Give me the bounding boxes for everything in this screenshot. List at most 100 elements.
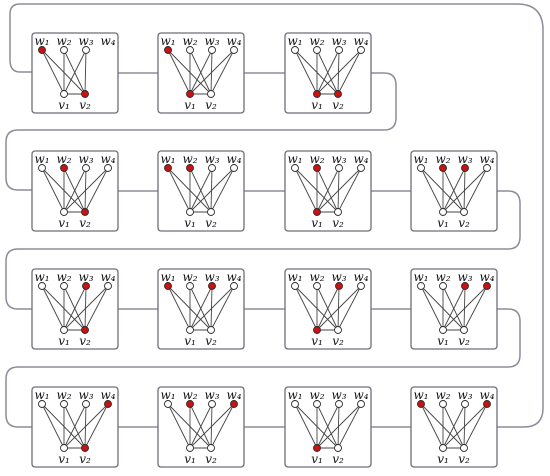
edge [316, 285, 340, 331]
edge [316, 285, 362, 331]
vertex-v1 [439, 208, 447, 216]
edge [442, 403, 488, 449]
edge [294, 49, 339, 95]
label-v2: v₂ [79, 216, 91, 230]
vertex-w1 [417, 164, 425, 172]
vertex-w1 [164, 46, 172, 54]
vertex-w4 [483, 164, 491, 172]
label-w4: w₄ [100, 388, 115, 402]
edge [189, 403, 213, 449]
edge [316, 49, 340, 95]
edge [420, 167, 444, 213]
edge [189, 285, 235, 331]
edge-group [420, 403, 488, 449]
vertex-w1 [164, 164, 172, 172]
vertex-w1 [291, 400, 299, 408]
edge [463, 285, 488, 331]
vertex-w1 [291, 164, 299, 172]
vertex-w1 [38, 164, 46, 172]
edge [420, 403, 465, 449]
vertex-v2 [207, 90, 215, 98]
label-w3: w₃ [331, 34, 346, 48]
vertex-w2 [60, 164, 68, 172]
vertex-v1 [186, 326, 194, 334]
label-v1: v₁ [184, 334, 196, 348]
vertex-v1 [60, 444, 68, 452]
connector-line-3 [5, 72, 397, 191]
vertex-w1 [38, 46, 46, 54]
vertex-v1 [186, 208, 194, 216]
label-w3: w₃ [204, 34, 219, 48]
label-w3: w₃ [204, 270, 219, 284]
edge [294, 403, 318, 449]
vertex-w4 [230, 400, 238, 408]
label-w2: w₂ [309, 388, 324, 402]
vertex-w1 [38, 282, 46, 290]
vertex-w2 [313, 46, 321, 54]
edge [63, 285, 87, 331]
vertex-w3 [461, 164, 469, 172]
label-v2: v₂ [79, 334, 91, 348]
edge [337, 49, 362, 95]
label-v2: v₂ [458, 452, 470, 466]
label-v1: v₁ [184, 452, 196, 466]
vertex-w3 [208, 282, 216, 290]
vertex-w4 [357, 46, 365, 54]
edge [294, 285, 339, 331]
edge [442, 285, 488, 331]
edge [442, 167, 466, 213]
edge [41, 167, 65, 213]
vertex-v1 [313, 208, 321, 216]
edge [463, 403, 488, 449]
edge [167, 49, 212, 95]
label-w4: w₄ [226, 152, 241, 166]
vertex-v2 [207, 208, 215, 216]
label-w1: w₁ [287, 270, 302, 284]
vertex-w4 [230, 164, 238, 172]
label-w1: w₁ [413, 270, 428, 284]
edge [167, 167, 191, 213]
vertex-v2 [460, 326, 468, 334]
vertex-v1 [186, 444, 194, 452]
label-v1: v₁ [58, 216, 70, 230]
vertex-w4 [357, 164, 365, 172]
vertex-v2 [460, 444, 468, 452]
vertex-w4 [483, 400, 491, 408]
vertex-v1 [313, 90, 321, 98]
edge [41, 49, 65, 95]
edge [210, 285, 235, 331]
label-v1: v₁ [437, 334, 449, 348]
edge [189, 167, 235, 213]
label-w4: w₄ [353, 388, 368, 402]
vertex-w3 [208, 164, 216, 172]
edge [316, 49, 362, 95]
edge [442, 403, 466, 449]
label-w1: w₁ [287, 388, 302, 402]
vertex-w3 [208, 400, 216, 408]
label-v2: v₂ [332, 98, 344, 112]
vertex-v2 [81, 444, 89, 452]
vertex-w1 [417, 282, 425, 290]
vertex-w3 [82, 164, 90, 172]
vertex-v2 [334, 444, 342, 452]
vertex-w2 [313, 400, 321, 408]
label-w4: w₄ [479, 388, 494, 402]
edge [41, 285, 65, 331]
label-w2: w₂ [56, 388, 71, 402]
label-w1: w₁ [287, 152, 302, 166]
label-w1: w₁ [34, 270, 49, 284]
edge [167, 285, 212, 331]
label-w1: w₁ [34, 34, 49, 48]
label-w4: w₄ [353, 270, 368, 284]
label-w1: w₁ [160, 270, 175, 284]
edge [84, 49, 87, 95]
edge [442, 285, 466, 331]
edge [84, 167, 109, 213]
vertex-w4 [357, 282, 365, 290]
edge [420, 285, 444, 331]
